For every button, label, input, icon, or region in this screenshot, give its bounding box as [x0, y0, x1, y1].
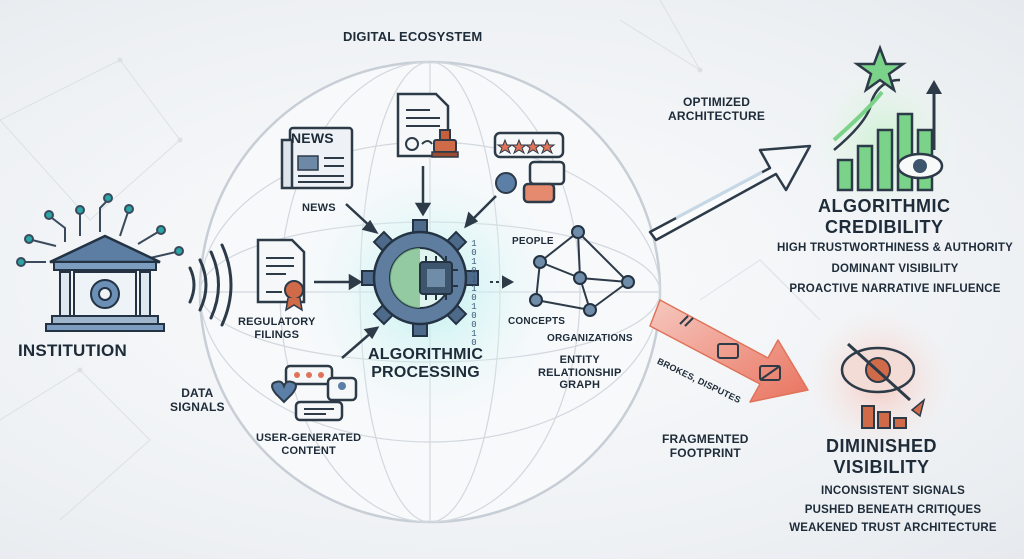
input-arrows [314, 166, 497, 359]
diminished-item-1: INCONSISTENT SIGNALS [821, 485, 965, 497]
fragmented-footprint-arrow [649, 299, 809, 403]
graph-people-label: PEOPLE [512, 236, 554, 247]
document-stamp-icon [396, 92, 459, 158]
graph-arrow [490, 275, 515, 289]
social-reviews-icon [493, 131, 566, 204]
user-generated-content-icon [271, 364, 358, 422]
news-icon [280, 126, 354, 190]
credibility-title: ALGORITHMIC CREDIBILITY [818, 196, 951, 237]
processor-gear-icon [361, 219, 479, 337]
diminished-title: DIMINISHED VISIBILITY [826, 436, 938, 477]
optimized-architecture-arrow [648, 144, 812, 242]
graph-label: ENTITY RELATIONSHIP GRAPH [538, 354, 622, 392]
binary-stream: 1 0 1 0 1 1 0 1 0 0 1 0 [471, 239, 477, 348]
optimized-label: OPTIMIZED ARCHITECTURE [668, 95, 766, 123]
credibility-item-1: HIGH TRUSTWORTHINESS & AUTHORITY [777, 242, 1013, 254]
credibility-item-2: DOMINANT VISIBILITY [831, 263, 959, 275]
diminished-item-2: PUSHED BENEATH CRITIQUES [804, 504, 982, 516]
ugc-label: USER-GENERATED CONTENT [256, 432, 362, 457]
diminished-item-3: WEAKENED TRUST ARCHITECTURE [789, 522, 997, 534]
ecosystem-title: DIGITAL ECOSYSTEM [343, 29, 483, 44]
regulatory-filings-icon [256, 238, 306, 312]
institution-building-icon [45, 234, 165, 332]
regulatory-filings-label: REGULATORY FILINGS [238, 316, 316, 341]
signal-waves-icon [188, 243, 233, 327]
institution-label: INSTITUTION [18, 341, 127, 360]
news-masthead: NEWS [291, 130, 334, 146]
background-network [0, 0, 821, 521]
graph-concepts-label: CONCEPTS [508, 316, 566, 327]
fragmented-label: FRAGMENTED FOOTPRINT [662, 432, 749, 460]
credibility-item-3: PROACTIVE NARRATIVE INFLUENCE [789, 283, 1001, 295]
credibility-chart-icon [832, 44, 944, 192]
institution-circuit [16, 193, 184, 267]
processing-label: ALGORITHMIC PROCESSING [368, 346, 484, 382]
entity-graph [529, 225, 635, 317]
graph-organizations-label: ORGANIZATIONS [547, 333, 633, 344]
news-label: NEWS [302, 202, 336, 214]
diminished-eye-icon [840, 342, 926, 429]
data-signals-label: DATA SIGNALS [170, 386, 225, 414]
